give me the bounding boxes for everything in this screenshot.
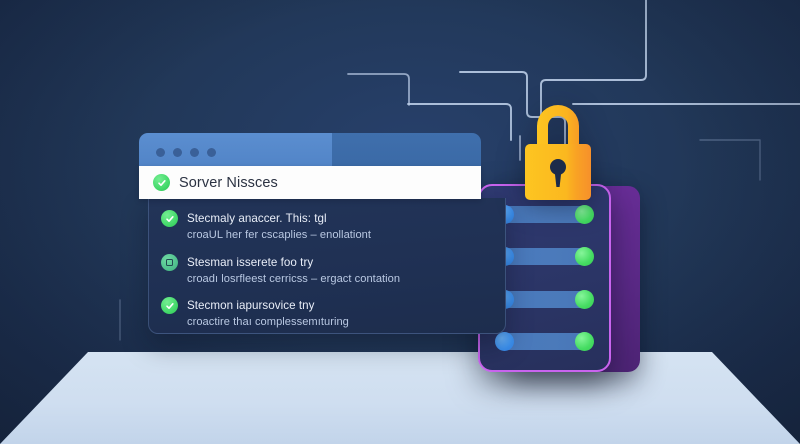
server-rack-bar	[496, 248, 593, 266]
server-rack-row[interactable]	[494, 332, 595, 352]
server-led-green	[575, 289, 594, 309]
browser-window-titlebar	[139, 133, 481, 171]
window-body-card: Stecmaly anaccer. This: tgl croaUL her f…	[148, 198, 506, 334]
check-circle-icon	[161, 210, 178, 227]
window-header-row: Sorver Nissces	[139, 166, 481, 199]
page-title: Sorver Nissces	[179, 174, 278, 191]
window-dot-4[interactable]	[207, 147, 216, 157]
server-rack-bar	[496, 290, 593, 308]
list-item[interactable]: Stesman isserete foo try croadı losrflee…	[161, 253, 491, 288]
window-dot-3[interactable]	[190, 147, 199, 157]
list-item-primary: Stesman isserete foo try	[187, 255, 314, 269]
list-item[interactable]: Stecmon iapursovice tny croactire thaı c…	[161, 296, 491, 331]
list-item-text: Stecmaly anaccer. This: tgl croaUL her f…	[187, 209, 491, 244]
list-item-text: Stesman isserete foo try croadı losrflee…	[187, 253, 491, 288]
server-rack-bar	[496, 333, 593, 351]
server-rack-bar	[496, 205, 593, 223]
list-item-secondary: croactire thaı complessemıturing	[187, 316, 349, 329]
square-glyph	[166, 258, 173, 266]
server-led-green	[575, 247, 594, 267]
server-rack-row[interactable]	[494, 289, 595, 309]
list-item-secondary: croaUL her fer cscaplies – enollationt	[187, 229, 372, 241]
list-item-text: Stecmon iapursovice tny croactire thaı c…	[187, 296, 491, 331]
window-dot-1[interactable]	[156, 147, 165, 157]
list-item-secondary: croadı losrfleest cerricss – ergact cont…	[187, 272, 401, 285]
server-rack-row[interactable]	[494, 247, 595, 267]
desk-surface	[0, 352, 800, 444]
server-led-green	[575, 332, 594, 352]
server-rack-row[interactable]	[494, 204, 595, 224]
square-circle-icon	[161, 253, 178, 271]
padlock-icon	[525, 105, 591, 200]
list-item-primary: Stecmon iapursovice tny	[187, 299, 315, 313]
server-led-blue	[495, 332, 514, 352]
titlebar-right-section	[332, 133, 481, 171]
list-item-primary: Stecmaly anaccer. This: tgl	[187, 212, 327, 225]
check-circle-icon	[161, 297, 178, 315]
check-circle-icon	[153, 174, 170, 191]
list-item[interactable]: Stecmaly anaccer. This: tgl croaUL her f…	[161, 209, 491, 244]
server-led-green	[575, 204, 594, 224]
titlebar-left-section	[139, 133, 332, 171]
window-dot-2[interactable]	[173, 147, 182, 157]
